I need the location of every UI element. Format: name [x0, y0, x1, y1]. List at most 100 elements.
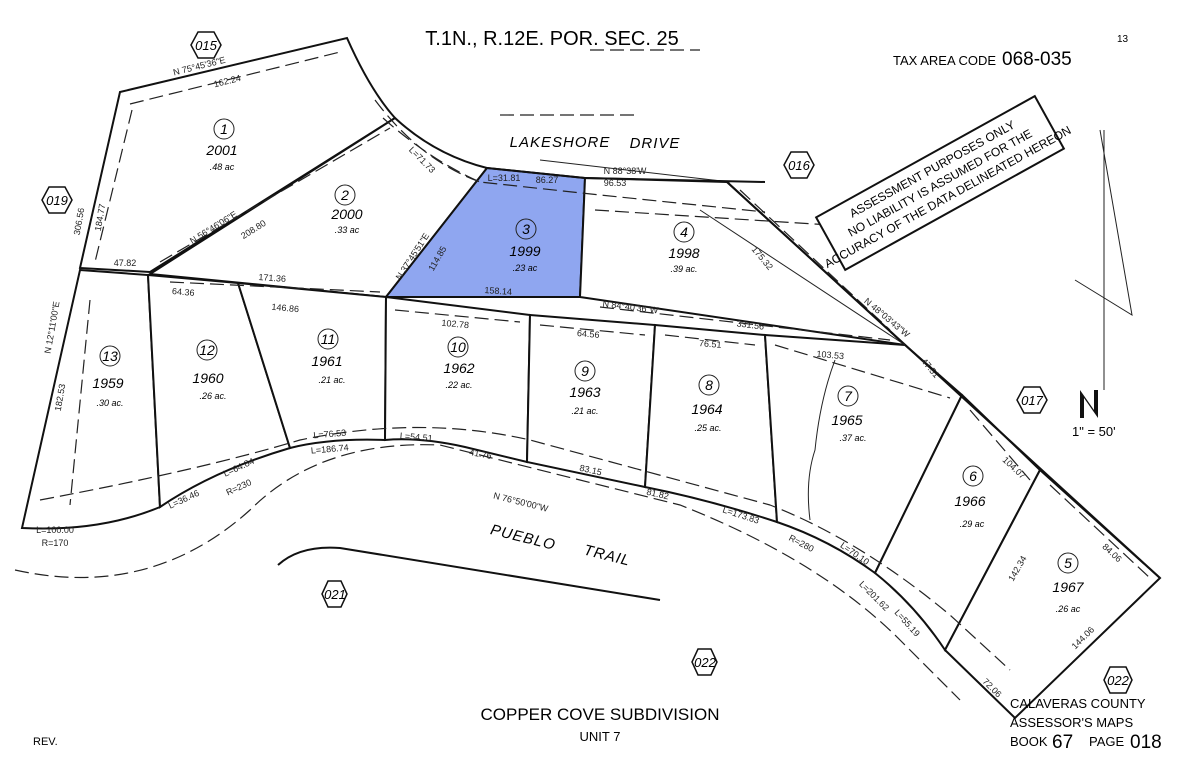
- svg-text:PAGE: PAGE: [1089, 734, 1124, 749]
- setback-lines: [14, 49, 1151, 701]
- svg-text:9: 9: [581, 363, 589, 379]
- svg-text:BOOK: BOOK: [1010, 734, 1048, 749]
- svg-text:1966: 1966: [954, 493, 985, 509]
- svg-text:2: 2: [340, 187, 349, 203]
- hex-017[interactable]: 017: [1016, 386, 1048, 414]
- svg-text:NO LIABILITY IS ASSUMED FOR TH: NO LIABILITY IS ASSUMED FOR THE: [846, 126, 1035, 239]
- dim: 64.36: [172, 286, 195, 298]
- county-label: CALAVERAS COUNTY: [1010, 696, 1146, 711]
- svg-text:1967: 1967: [1052, 579, 1084, 595]
- dim: 146.86: [271, 302, 299, 314]
- dim: 47.82: [114, 258, 137, 268]
- dim: 306.56: [72, 207, 87, 236]
- svg-text:2000: 2000: [330, 206, 362, 222]
- dim: N 76°50'00"W: [492, 490, 549, 513]
- hex-021[interactable]: 021: [321, 580, 348, 608]
- svg-text:1965: 1965: [831, 412, 862, 428]
- svg-text:1998: 1998: [668, 245, 699, 261]
- dim: L=201.62: [857, 579, 891, 613]
- lot-label-9: 9 1963 .21 ac.: [569, 360, 601, 416]
- svg-text:2001: 2001: [205, 142, 237, 158]
- svg-text:016: 016: [788, 158, 810, 173]
- svg-text:1963: 1963: [569, 384, 600, 400]
- street-trail: TRAIL: [582, 542, 632, 570]
- dim: 41.76: [469, 447, 493, 461]
- street-pueblo: PUEBLO: [489, 521, 558, 554]
- lot-10[interactable]: [383, 295, 532, 464]
- page-corner-number: 13: [1117, 34, 1129, 45]
- svg-text:7: 7: [844, 388, 853, 404]
- dim: N 12°11'00"E: [43, 301, 62, 355]
- lot-9[interactable]: [525, 313, 657, 489]
- lots: [20, 36, 1162, 720]
- svg-text:10: 10: [450, 339, 466, 355]
- svg-text:8: 8: [705, 377, 713, 393]
- svg-text:.26 ac: .26 ac: [1056, 604, 1081, 614]
- tax-area-label: TAX AREA CODE: [893, 53, 996, 68]
- svg-text:3: 3: [522, 221, 530, 237]
- street-drive: DRIVE: [630, 135, 681, 152]
- dim: 103.53: [816, 349, 844, 361]
- svg-text:1964: 1964: [691, 401, 722, 417]
- hex-016[interactable]: 016: [783, 151, 815, 179]
- svg-text:.22 ac.: .22 ac.: [445, 380, 472, 390]
- hex-022-a[interactable]: 022: [691, 648, 718, 676]
- dim: 102.78: [441, 318, 469, 330]
- hex-022-b[interactable]: 022: [1103, 666, 1133, 694]
- dim: 64.56: [577, 328, 600, 340]
- svg-text:1999: 1999: [509, 243, 540, 259]
- svg-text:4: 4: [680, 224, 688, 240]
- svg-text:6: 6: [969, 468, 977, 484]
- dim: 76.51: [699, 338, 722, 350]
- svg-text:1959: 1959: [92, 375, 123, 391]
- book-page: BOOK 67 PAGE 018: [1010, 732, 1162, 753]
- north-arrow-icon: [1080, 390, 1098, 418]
- svg-text:.30 ac.: .30 ac.: [96, 398, 123, 408]
- lot-label-10: 10 1962 .22 ac.: [443, 336, 475, 390]
- svg-text:019: 019: [46, 193, 68, 208]
- svg-text:1: 1: [220, 121, 228, 137]
- dim: 184.77: [93, 203, 108, 232]
- svg-text:021: 021: [324, 587, 346, 602]
- svg-text:1960: 1960: [192, 370, 223, 386]
- assessor-maps-label: ASSESSOR'S MAPS: [1010, 715, 1133, 730]
- dim: 81.82: [646, 487, 670, 502]
- svg-text:.21 ac.: .21 ac.: [318, 375, 345, 385]
- dim: 331.56: [736, 318, 765, 331]
- street-lakeshore: LAKESHORE: [510, 134, 611, 151]
- dim: 182.53: [53, 383, 68, 412]
- svg-text:017: 017: [1021, 393, 1043, 408]
- svg-text:12: 12: [199, 342, 215, 358]
- dim: R=230: [224, 477, 252, 497]
- svg-text:018: 018: [1130, 732, 1162, 753]
- township-title: T.1N., R.12E. POR. SEC. 25: [425, 28, 678, 50]
- dim: N 88°38'W: [604, 166, 647, 176]
- svg-text:11: 11: [321, 331, 336, 347]
- dim: L=31.81: [488, 173, 521, 183]
- scale-label: 1" = 50': [1072, 424, 1116, 439]
- svg-text:022: 022: [1107, 673, 1129, 688]
- hex-015[interactable]: 015: [190, 31, 222, 59]
- subdivision-name: COPPER COVE SUBDIVISION: [481, 705, 720, 724]
- dim: 158.14: [484, 285, 512, 297]
- unit-label: UNIT 7: [580, 729, 621, 744]
- hex-019[interactable]: 019: [41, 186, 73, 214]
- svg-text:1962: 1962: [443, 360, 474, 376]
- dim: 171.36: [258, 272, 286, 284]
- dim: L=100.00: [36, 525, 74, 535]
- svg-text:.26 ac.: .26 ac.: [199, 391, 226, 401]
- lot-label-12: 12 1960 .26 ac.: [192, 339, 227, 401]
- dim: 86.27: [536, 175, 559, 185]
- disclaimer-box: ASSESSMENT PURPOSES ONLY NO LIABILITY IS…: [814, 94, 1073, 272]
- tax-area-code: 068-035: [1002, 49, 1072, 70]
- lot-label-1: 1 2001 .48 ac: [205, 118, 238, 172]
- svg-text:.48 ac: .48 ac: [210, 162, 235, 172]
- svg-text:.21 ac.: .21 ac.: [571, 406, 598, 416]
